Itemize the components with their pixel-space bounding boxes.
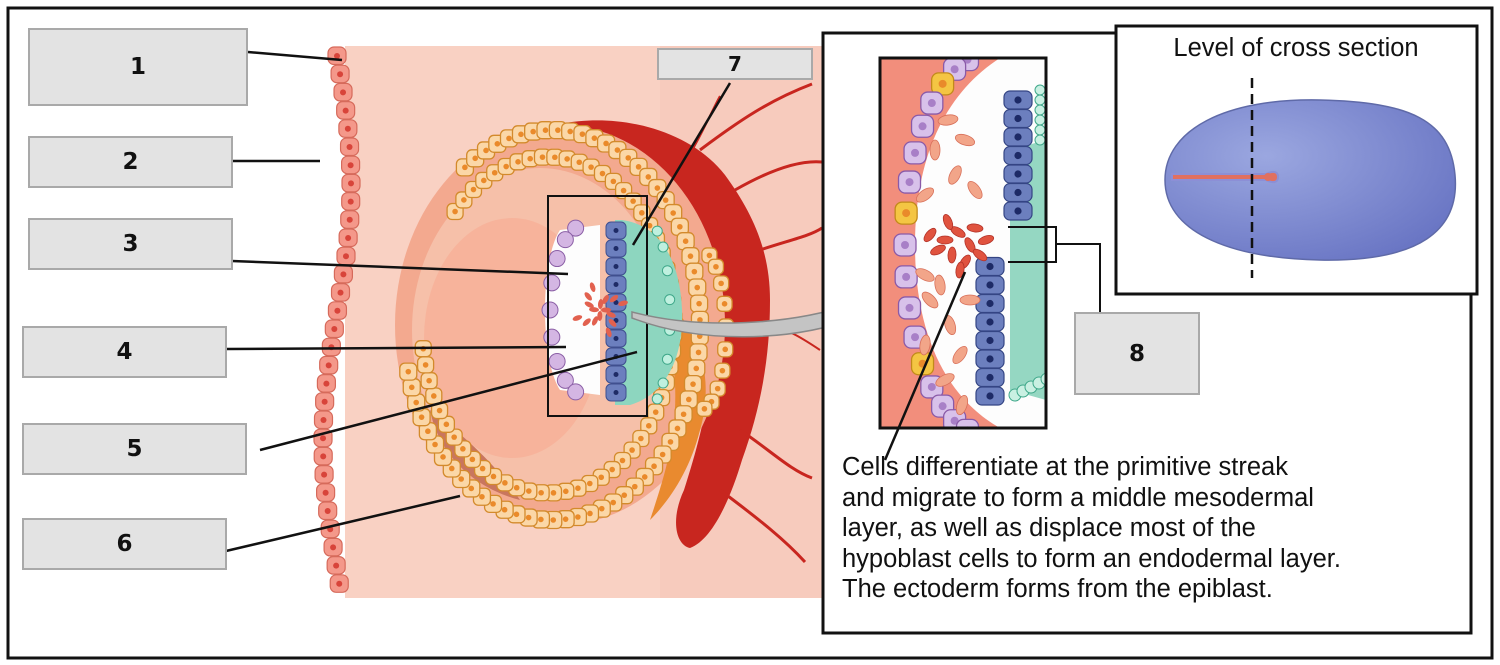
- label-box-8[interactable]: 8: [1074, 312, 1200, 395]
- maternal-blood-vessels: [560, 82, 823, 564]
- label-box-2[interactable]: 2: [28, 136, 233, 188]
- uterine-epithelium: [313, 46, 361, 593]
- leader-lines: [225, 50, 967, 553]
- cytotrophoblast-cells: [399, 121, 735, 530]
- caption-text: Cells differentiate at the primitive str…: [842, 453, 1341, 603]
- inset-title: Level of cross section: [1173, 34, 1419, 62]
- label-box-1[interactable]: 1: [28, 28, 248, 106]
- label-box-7[interactable]: 7: [657, 48, 813, 80]
- label-box-4[interactable]: 4: [22, 326, 227, 378]
- label-box-3[interactable]: 3: [28, 218, 233, 270]
- zoom-selection-box: [547, 195, 648, 417]
- zoomed-cross-section: [880, 58, 1046, 428]
- embryo-inset-illustration: [1164, 78, 1457, 278]
- label-box-6[interactable]: 6: [22, 518, 227, 570]
- label-box-5[interactable]: 5: [22, 423, 247, 475]
